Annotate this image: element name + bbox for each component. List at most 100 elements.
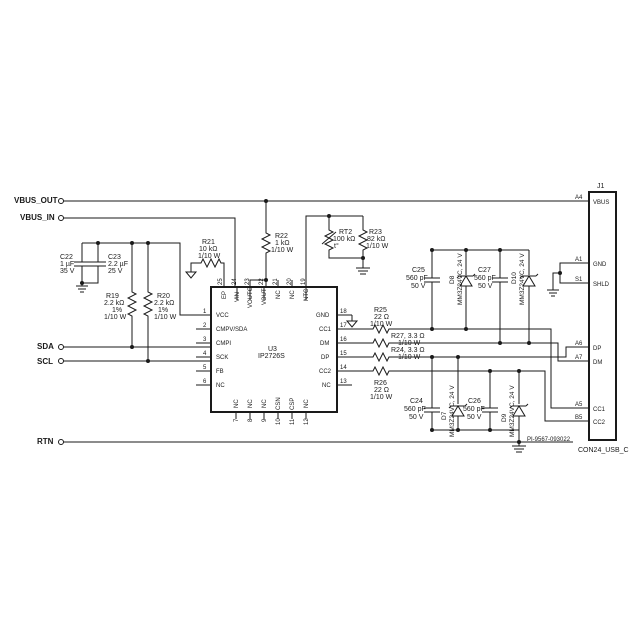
ic-u3: U3 IP2726S 1 VCC 2 CMPV/SDA 3 CMPI 4 SCK…	[196, 278, 352, 425]
net-vbus-in: VBUS_IN	[20, 213, 236, 300]
svg-text:560 pF: 560 pF	[406, 275, 428, 282]
signal-resistors: R25 22 Ω 1/10 W R27, 3.3 Ω 1/10 W R24, 3…	[352, 307, 573, 422]
r21-symbol	[190, 257, 225, 300]
r24-symbol	[352, 346, 573, 363]
net-label-rtn: RTN	[37, 437, 54, 446]
svg-text:DP: DP	[321, 355, 329, 361]
terminal-sda	[58, 344, 64, 350]
svg-text:1/10 W: 1/10 W	[370, 321, 393, 328]
wire-ntc	[305, 215, 363, 300]
svg-text:21: 21	[273, 278, 279, 285]
svg-text:A7: A7	[575, 355, 583, 361]
r26-symbol	[352, 365, 573, 422]
svg-text:8: 8	[248, 418, 254, 422]
svg-text:CC2: CC2	[593, 420, 606, 426]
svg-text:CMPV/SDA: CMPV/SDA	[216, 327, 247, 333]
connector-part: CON24_USB_C	[578, 447, 629, 454]
svg-text:D10: D10	[511, 272, 518, 284]
svg-text:SCK: SCK	[216, 355, 228, 361]
svg-text:R21: R21	[202, 239, 215, 246]
terminal-scl	[58, 358, 64, 364]
svg-text:19: 19	[301, 278, 307, 285]
svg-text:560 pF: 560 pF	[404, 406, 426, 413]
wire-vbus-in	[63, 217, 236, 300]
svg-text:2.2 kΩ: 2.2 kΩ	[154, 300, 174, 307]
drawing-id: PI-9567-093022	[527, 437, 571, 443]
svg-text:C25: C25	[412, 267, 425, 274]
terminal-rtn	[58, 439, 64, 445]
svg-text:GND: GND	[316, 313, 330, 319]
ground-icon	[512, 445, 526, 453]
net-sda: SDA	[37, 342, 211, 351]
rt2-symbol	[323, 216, 363, 259]
svg-text:D9: D9	[501, 413, 508, 422]
c25-symbol	[424, 250, 440, 329]
zener-diode-icon	[509, 403, 529, 417]
svg-text:CSN: CSN	[276, 397, 282, 410]
svg-text:D8: D8	[449, 275, 456, 284]
svg-text:CMPI: CMPI	[216, 341, 231, 347]
svg-text:A1: A1	[575, 257, 583, 263]
svg-text:25: 25	[218, 278, 224, 285]
svg-text:RT2: RT2	[339, 229, 352, 236]
svg-text:16: 16	[340, 337, 347, 343]
ground-icon	[356, 267, 370, 275]
svg-text:R27, 3.3 Ω: R27, 3.3 Ω	[391, 333, 425, 340]
svg-text:NC: NC	[290, 290, 296, 299]
svg-text:VIN: VIN	[235, 292, 241, 302]
svg-text:7: 7	[234, 418, 240, 422]
svg-text:1%: 1%	[158, 307, 168, 314]
svg-text:22 Ω: 22 Ω	[374, 314, 389, 321]
svg-text:1/10 W: 1/10 W	[370, 394, 393, 401]
svg-text:R20: R20	[157, 293, 170, 300]
svg-text:20: 20	[287, 278, 293, 285]
svg-text:NC: NC	[216, 383, 225, 389]
vcc-network: C22 1 µF 35 V C23 2.2 µF 25 V R19 2.2 kΩ…	[60, 241, 211, 363]
esd-upper: C25 560 pF 50 V MM3Z24VC, 24 V D8 C27 56…	[406, 248, 539, 345]
svg-text:1 kΩ: 1 kΩ	[275, 240, 290, 247]
svg-text:1 µF: 1 µF	[60, 261, 74, 268]
svg-text:R22: R22	[275, 233, 288, 240]
svg-text:NC: NC	[276, 290, 282, 299]
svg-text:1: 1	[203, 309, 207, 315]
svg-text:4: 4	[203, 351, 207, 357]
ic-part: IP2726S	[258, 353, 285, 360]
svg-text:MM3Z24VC, 24 V: MM3Z24VC, 24 V	[449, 385, 456, 437]
svg-text:23: 23	[245, 278, 251, 285]
svg-text:560 pF: 560 pF	[474, 275, 496, 282]
svg-text:1%: 1%	[112, 307, 122, 314]
svg-text:50 V: 50 V	[467, 414, 482, 421]
esd-lower: C24 560 pF 50 V MM3Z24VC, 24 V D7 C26 56…	[404, 355, 529, 453]
svg-text:CSP: CSP	[290, 398, 296, 410]
ic-left-pins: 1 VCC 2 CMPV/SDA 3 CMPI 4 SCK 5 FB 6 NC	[196, 309, 247, 389]
svg-text:14: 14	[340, 365, 347, 371]
r19-symbol	[126, 243, 138, 347]
thermistor-arrow	[321, 231, 337, 245]
svg-text:13: 13	[340, 379, 347, 385]
ground-icon	[547, 289, 559, 297]
svg-text:2.2 µF: 2.2 µF	[108, 261, 128, 268]
svg-text:6: 6	[203, 379, 207, 385]
net-vbus-out: VBUS_OUT	[14, 196, 573, 205]
svg-text:FB: FB	[216, 369, 224, 375]
svg-text:S1: S1	[575, 277, 583, 283]
ic-top-pins: 25 EP 24 VIN 23 VOUTG 22 VOUT 21 NC 20 N…	[218, 278, 310, 308]
svg-text:C22: C22	[60, 254, 73, 261]
svg-text:NTC: NTC	[304, 288, 310, 301]
svg-text:1/10 W: 1/10 W	[104, 314, 127, 321]
svg-text:SHLD: SHLD	[593, 282, 610, 288]
svg-text:25 V: 25 V	[108, 268, 123, 275]
c22-symbol	[74, 243, 90, 286]
c23-symbol	[82, 243, 106, 284]
svg-text:DM: DM	[320, 341, 329, 347]
svg-text:R26: R26	[374, 380, 387, 387]
svg-text:100 kΩ: 100 kΩ	[333, 236, 355, 243]
svg-text:DP: DP	[593, 346, 601, 352]
wire-shield-ground	[552, 262, 573, 290]
svg-text:t°: t°	[334, 242, 339, 250]
svg-text:VCC: VCC	[216, 313, 229, 319]
terminal-vbus-out	[58, 198, 64, 204]
svg-text:24: 24	[232, 278, 238, 285]
c24-symbol	[424, 357, 440, 430]
svg-text:3: 3	[203, 337, 207, 343]
